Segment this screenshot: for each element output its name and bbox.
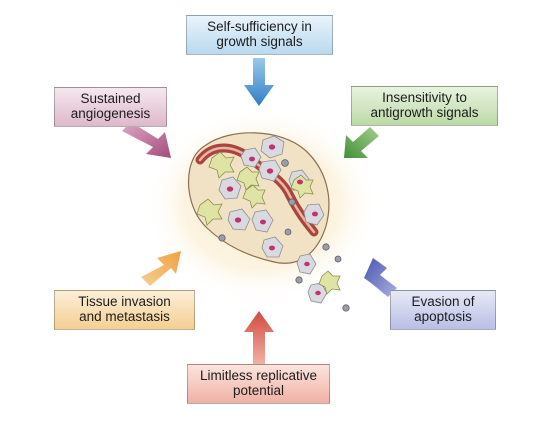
stromal-cell xyxy=(208,151,235,179)
nucleus xyxy=(260,219,266,225)
small-cell xyxy=(284,228,292,236)
arrow-self-sufficiency xyxy=(244,58,274,106)
small-cells xyxy=(218,159,350,312)
arrow-evasion xyxy=(364,258,397,297)
label-tissue-invasion: Tissue invasion and metastasis xyxy=(54,290,195,330)
label-line: Insensitivity to xyxy=(382,90,467,105)
stromal-cells xyxy=(196,151,341,295)
arrow-angiogenesis xyxy=(122,122,171,158)
small-cell xyxy=(288,198,296,206)
label-line: Limitless replicative xyxy=(199,368,318,383)
nucleus xyxy=(297,179,303,185)
nucleus xyxy=(266,168,274,174)
small-cell xyxy=(334,255,342,263)
label-line: angiogenesis xyxy=(70,106,151,121)
stromal-cell xyxy=(196,198,223,226)
nucleus xyxy=(226,186,234,192)
small-cell xyxy=(281,159,289,167)
small-cell xyxy=(295,276,303,284)
nucleus xyxy=(249,156,255,162)
nucleus xyxy=(312,211,318,217)
label-line: Self-sufficiency in xyxy=(207,19,312,34)
label-line: apoptosis xyxy=(414,309,472,324)
label-line: growth signals xyxy=(216,34,303,49)
label-line: Tissue invasion xyxy=(78,294,171,309)
label-angiogenesis: Sustained angiogenesis xyxy=(54,87,167,127)
label-evasion: Evasion of apoptosis xyxy=(390,290,496,330)
arrows xyxy=(122,58,397,364)
label-insensitivity: Insensitivity to antigrowth signals xyxy=(351,86,498,126)
stromal-cell xyxy=(236,166,260,191)
label-line: potential xyxy=(232,383,285,398)
label-line: Sustained xyxy=(80,91,141,106)
cell-nuclei xyxy=(226,144,321,296)
nucleus xyxy=(304,261,310,267)
nucleus xyxy=(234,217,242,223)
stromal-cell xyxy=(318,270,341,295)
stromal-cell xyxy=(242,184,266,209)
arrow-limitless xyxy=(244,311,274,364)
label-limitless: Limitless replicative potential xyxy=(187,364,330,404)
nucleus xyxy=(269,245,275,251)
small-cell xyxy=(322,243,330,251)
nucleus xyxy=(268,144,276,150)
small-cell xyxy=(342,304,350,312)
small-cell xyxy=(218,234,226,242)
arrow-tissue-invasion xyxy=(141,251,181,286)
arrow-insensitivity xyxy=(344,127,379,158)
label-line: antigrowth signals xyxy=(370,105,479,120)
label-line: and metastasis xyxy=(79,309,170,324)
nucleus xyxy=(315,290,321,296)
label-self-sufficiency: Self-sufficiency in growth signals xyxy=(186,15,333,55)
label-line: Evasion of xyxy=(411,294,475,309)
stromal-cell xyxy=(290,174,314,199)
